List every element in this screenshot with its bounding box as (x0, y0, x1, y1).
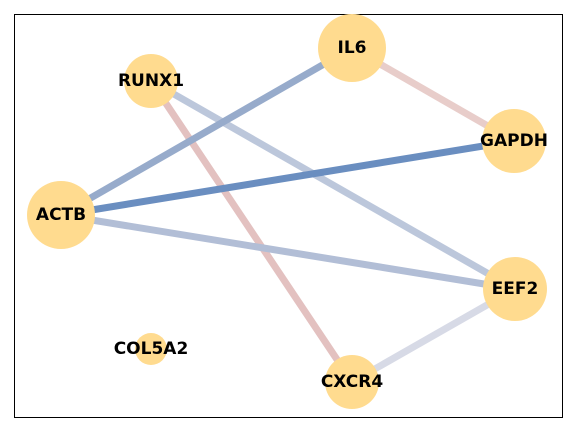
node-label-il6: IL6 (338, 38, 367, 58)
node-circle-col5a2 (135, 333, 167, 365)
edge-layer (59, 44, 517, 386)
edge-actb-eef2 (60, 211, 516, 293)
node-circle-cxcr4 (325, 355, 379, 409)
edge-actb-gapdh (60, 137, 515, 219)
node-runx1: RUNX1 (118, 54, 184, 108)
node-label-gapdh: GAPDH (480, 131, 548, 151)
node-label-cxcr4: CXCR4 (321, 372, 384, 392)
node-label-runx1: RUNX1 (118, 71, 184, 91)
node-circle-eef2 (483, 257, 547, 321)
node-circle-il6 (318, 14, 386, 82)
node-actb: ACTB (27, 181, 95, 249)
edge-actb-il6 (59, 44, 354, 219)
node-label-col5a2: COL5A2 (114, 339, 189, 359)
node-circle-actb (27, 181, 95, 249)
plot-frame (14, 14, 563, 418)
node-label-actb: ACTB (36, 205, 86, 225)
edge-runx1-cxcr4 (148, 79, 355, 384)
node-cxcr4: CXCR4 (321, 355, 384, 409)
node-col5a2: COL5A2 (114, 333, 189, 365)
node-circle-runx1 (124, 54, 178, 108)
node-gapdh: GAPDH (480, 109, 548, 173)
node-circle-gapdh (482, 109, 546, 173)
node-eef2: EEF2 (483, 257, 547, 321)
edge-runx1-eef2 (149, 77, 517, 293)
node-il6: IL6 (318, 14, 386, 82)
node-label-eef2: EEF2 (492, 279, 539, 299)
